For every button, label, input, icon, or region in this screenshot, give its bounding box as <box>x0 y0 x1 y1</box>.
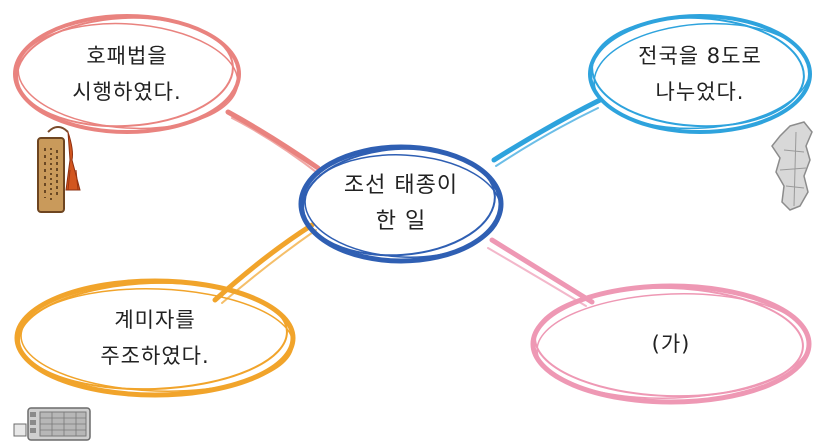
center-label: 조선 태종이 한 일 <box>311 168 491 240</box>
node-top-left-label: 호패법을 시행하였다. <box>27 38 227 110</box>
center-line-2: 한 일 <box>311 204 491 240</box>
hopae-tag-icon <box>38 127 80 212</box>
type-tray-icon <box>14 408 90 440</box>
node-bottom-right-line-1: (가) <box>571 326 771 362</box>
connector-top-left <box>228 112 318 168</box>
node-bottom-left-line-1: 계미자를 <box>55 302 255 338</box>
connector-top-left-2 <box>232 118 320 175</box>
connector-bottom-right <box>492 240 592 302</box>
connector-bottom-right-2 <box>488 248 586 306</box>
connector-top-right-2 <box>496 108 598 166</box>
node-top-right-label: 전국을 8도로 나누었다. <box>600 38 800 110</box>
korea-map-icon <box>772 122 812 210</box>
node-bottom-right-label: (가) <box>571 326 771 362</box>
node-top-right-line-1: 전국을 8도로 <box>600 38 800 74</box>
node-bottom-left-line-2: 주조하였다. <box>55 338 255 374</box>
center-line-1: 조선 태종이 <box>311 168 491 204</box>
node-bottom-left-label: 계미자를 주조하였다. <box>55 302 255 374</box>
node-top-right-line-2: 나누었다. <box>600 74 800 110</box>
node-top-left-line-2: 시행하였다. <box>27 74 227 110</box>
connector-top-right <box>494 100 600 160</box>
node-top-left-line-1: 호패법을 <box>27 38 227 74</box>
